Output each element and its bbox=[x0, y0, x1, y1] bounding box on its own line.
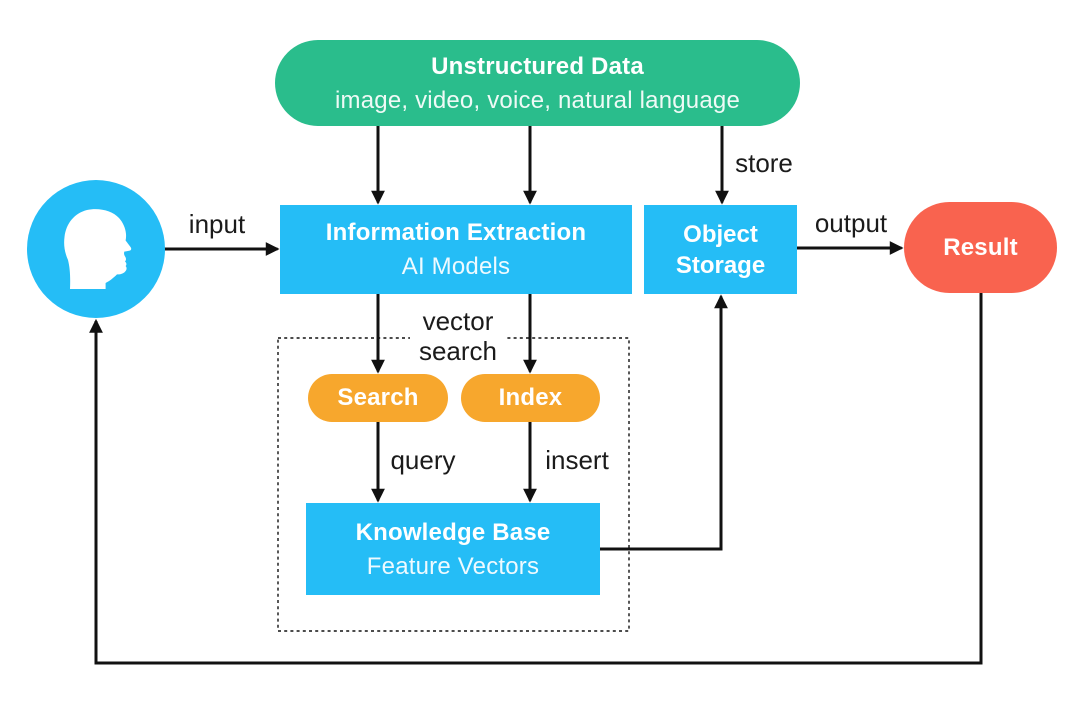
knowledge-base-subtitle: Feature Vectors bbox=[366, 552, 540, 580]
result-label: Result bbox=[943, 233, 1018, 261]
knowledge-base-title: Knowledge Base bbox=[355, 518, 551, 546]
information-extraction-title: Information Extraction bbox=[325, 219, 587, 246]
unstructured-data-title: Unstructured Data bbox=[431, 52, 644, 80]
edge-label-store: store bbox=[735, 148, 793, 178]
node-index: Index bbox=[461, 374, 600, 422]
edge-label-output: output bbox=[814, 208, 888, 238]
edge-result-to-user bbox=[89, 293, 983, 665]
edge-label-insert: insert bbox=[545, 445, 609, 475]
information-extraction-subtitle: AI Models bbox=[401, 253, 511, 280]
edge-label-query: query bbox=[390, 445, 456, 475]
node-search: Search bbox=[308, 374, 448, 422]
index-label: Index bbox=[498, 384, 563, 411]
node-knowledge-base: Knowledge Base Feature Vectors bbox=[306, 503, 600, 595]
node-object-storage: Object Storage bbox=[644, 205, 797, 294]
edge-label-input: input bbox=[188, 209, 246, 239]
edge-knowledge-base-to-object-storage bbox=[600, 294, 728, 551]
node-unstructured-data: Unstructured Data image, video, voice, n… bbox=[275, 40, 800, 126]
object-storage-title: Object Storage bbox=[675, 220, 766, 279]
edge-label-vector-search: vector search bbox=[410, 306, 506, 366]
node-result: Result bbox=[904, 202, 1057, 293]
person-head-profile-icon bbox=[64, 209, 132, 289]
node-user bbox=[27, 180, 165, 318]
search-label: Search bbox=[337, 384, 419, 411]
unstructured-data-subtitle: image, video, voice, natural language bbox=[335, 86, 740, 114]
node-information-extraction: Information Extraction AI Models bbox=[280, 205, 632, 294]
